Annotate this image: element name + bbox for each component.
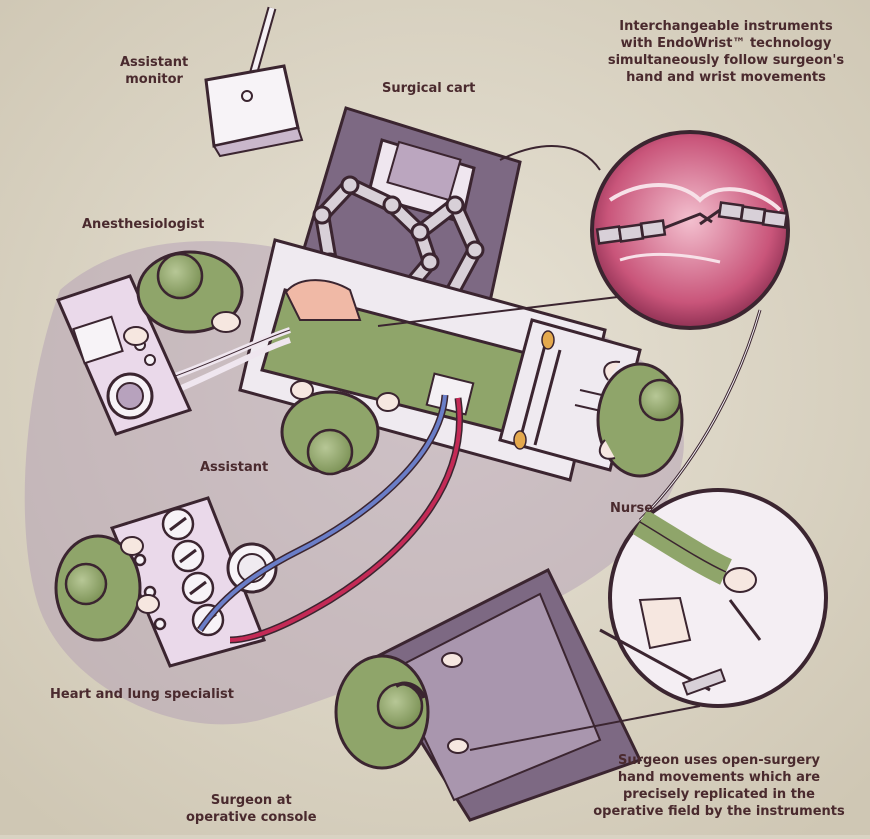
surgeon-caption-line-3: precisely replicated in the [572,786,866,803]
instruments-caption-line-3: simultaneously follow surgeon's [584,52,868,69]
endowrist-closeup-icon [592,132,788,328]
nurse-label: Nurse [610,500,653,517]
instruments-caption-line-2: with EndoWrist™ technology [584,35,868,52]
anesthesiologist-label: Anesthesiologist [82,216,204,233]
surgeon-console-label-line-2: operative console [186,809,317,826]
assistant-label: Assistant [200,459,268,476]
instruments-caption-line-1: Interchangeable instruments [584,18,868,35]
surgeon-caption-line-1: Surgeon uses open-surgery [572,752,866,769]
heart-lung-specialist-label: Heart and lung specialist [50,686,234,703]
instruments-caption-line-4: hand and wrist movements [584,69,868,86]
assistant-monitor-label-line-1: Assistant [120,54,188,71]
surgical-cart-label: Surgical cart [382,80,475,97]
surgeon-caption: Surgeon uses open-surgery hand movements… [572,752,866,820]
surgeon-console-label: Surgeon at operative console [186,792,317,826]
assistant-monitor-label-line-2: monitor [120,71,188,88]
surgeon-caption-line-2: hand movements which are [572,769,866,786]
instruments-caption: Interchangeable instruments with EndoWri… [584,18,868,86]
surgeon-caption-line-4: operative field by the instruments [572,803,866,820]
nurse-figure [598,362,682,476]
surgeon-console-label-line-1: Surgeon at [186,792,317,809]
assistant-monitor-label: Assistant monitor [120,54,188,88]
